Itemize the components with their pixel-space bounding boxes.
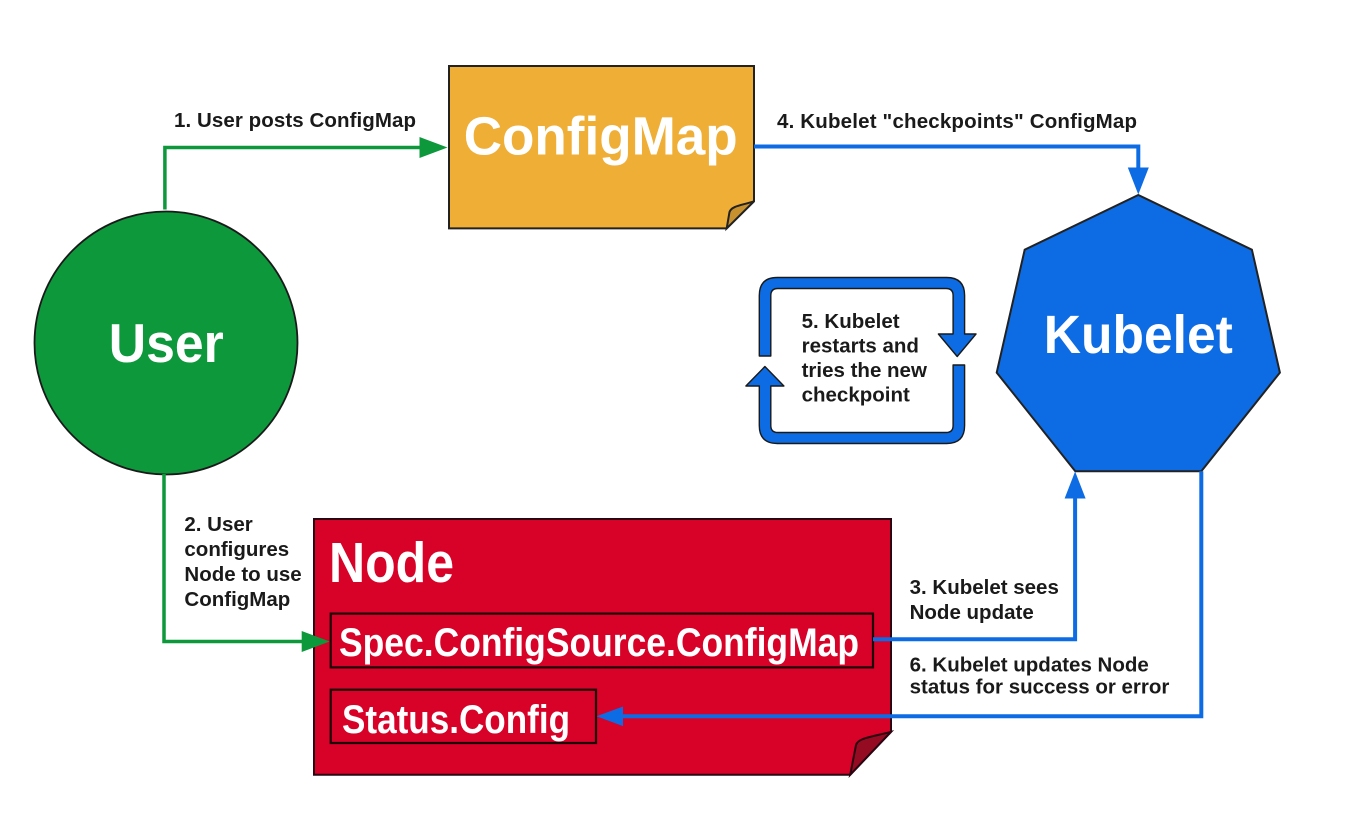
svg-text:User: User xyxy=(109,312,224,374)
svg-text:5. Kubelet: 5. Kubelet xyxy=(802,310,900,333)
svg-text:tries the new: tries the new xyxy=(802,359,927,382)
svg-text:Spec.ConfigSource.ConfigMap: Spec.ConfigSource.ConfigMap xyxy=(339,621,859,665)
svg-text:Node: Node xyxy=(329,531,454,595)
svg-text:checkpoint: checkpoint xyxy=(802,384,910,407)
svg-text:Status.Config: Status.Config xyxy=(342,698,570,742)
svg-text:2. User: 2. User xyxy=(184,513,252,536)
svg-text:1. User posts ConfigMap: 1. User posts ConfigMap xyxy=(174,109,416,132)
svg-text:3. Kubelet sees: 3. Kubelet sees xyxy=(910,576,1059,599)
svg-text:Kubelet: Kubelet xyxy=(1044,305,1233,365)
svg-text:ConfigMap: ConfigMap xyxy=(464,107,738,167)
svg-text:configures: configures xyxy=(184,538,289,561)
svg-text:ConfigMap: ConfigMap xyxy=(184,588,290,611)
svg-text:restarts and: restarts and xyxy=(802,335,919,358)
svg-text:6. Kubelet updates Node: 6. Kubelet updates Node xyxy=(910,654,1149,677)
svg-text:Node to use: Node to use xyxy=(184,563,301,586)
svg-text:4. Kubelet "checkpoints" Confi: 4. Kubelet "checkpoints" ConfigMap xyxy=(777,110,1137,133)
svg-text:Node update: Node update xyxy=(910,601,1034,624)
svg-text:status for success or error: status for success or error xyxy=(910,676,1170,699)
